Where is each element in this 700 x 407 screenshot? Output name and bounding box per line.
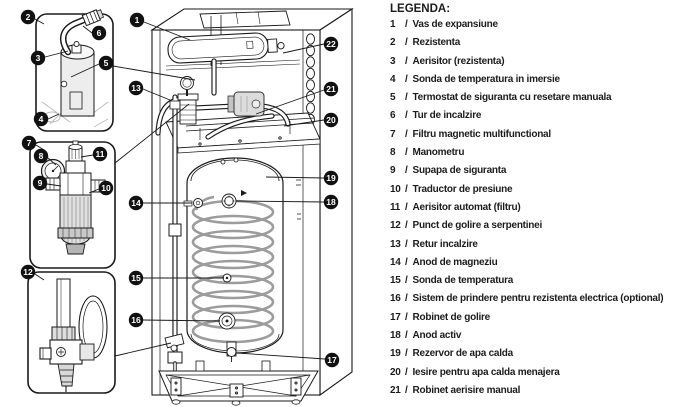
svg-text:5: 5 bbox=[104, 58, 109, 68]
hot-water-tank bbox=[186, 157, 284, 354]
callout-15: 15 bbox=[128, 270, 144, 286]
callout-5: 5 bbox=[98, 55, 114, 71]
callout-11: 11 bbox=[92, 146, 108, 162]
svg-text:7: 7 bbox=[27, 138, 32, 148]
callout-21: 21 bbox=[323, 81, 339, 97]
callout-20: 20 bbox=[323, 112, 339, 128]
detail-inset-drain bbox=[27, 271, 116, 394]
filter-gauge-group bbox=[169, 76, 199, 125]
svg-text:9: 9 bbox=[38, 178, 43, 188]
legend-list: 1/Vas de expansiune 2/Rezistenta 3/Aeris… bbox=[390, 19, 699, 403]
callout-22: 22 bbox=[323, 36, 339, 52]
detail-inset-resistance bbox=[35, 9, 114, 132]
leader-lines bbox=[34, 18, 326, 360]
legend-item-7: 7/Filtru magnetic multifunctional bbox=[390, 128, 551, 140]
legend-item-2: 2/Rezistenta bbox=[390, 37, 461, 49]
svg-text:8: 8 bbox=[39, 151, 44, 161]
svg-text:17: 17 bbox=[327, 355, 337, 365]
svg-text:4: 4 bbox=[39, 114, 44, 124]
legend-panel: LEGENDA: 1/Vas de expansiune 2/Rezistent… bbox=[390, 3, 699, 403]
vent-fitting bbox=[71, 41, 82, 54]
callout-12: 12 bbox=[20, 264, 36, 280]
legend-item-13: 13/Retur incalzire bbox=[390, 238, 478, 250]
base-frame bbox=[158, 360, 319, 406]
detail-inset-filter bbox=[29, 140, 116, 269]
legend-item-11: 11/Aerisitor automat (filtru) bbox=[390, 201, 521, 213]
legend-item-12: 12/Punct de golire a serpentinei bbox=[390, 220, 542, 232]
callout-4: 4 bbox=[33, 111, 49, 127]
legend-item-9: 9/Supapa de siguranta bbox=[390, 165, 507, 177]
callout-13: 13 bbox=[128, 80, 144, 96]
svg-text:11: 11 bbox=[96, 149, 105, 159]
svg-text:3: 3 bbox=[36, 53, 41, 63]
legend-item-21: 21/Robinet aerisire manual bbox=[390, 384, 521, 396]
callout-6: 6 bbox=[91, 25, 107, 41]
legend-item-8: 8/Manometru bbox=[390, 147, 465, 159]
svg-text:19: 19 bbox=[326, 173, 336, 183]
svg-text:22: 22 bbox=[326, 39, 336, 49]
legend-item-14: 14/Anod de magneziu bbox=[390, 256, 498, 268]
legend-item-18: 18/Anod activ bbox=[390, 330, 462, 342]
legend-title: LEGENDA: bbox=[390, 3, 451, 15]
legend-item-19: 19/Rezervor de apa calda bbox=[390, 348, 513, 360]
svg-text:14: 14 bbox=[131, 198, 141, 208]
callout-18: 18 bbox=[323, 194, 339, 210]
svg-text:1: 1 bbox=[135, 15, 140, 25]
svg-text:16: 16 bbox=[131, 315, 141, 325]
callout-17: 17 bbox=[324, 352, 340, 368]
svg-text:6: 6 bbox=[97, 28, 102, 38]
callout-10: 10 bbox=[98, 180, 114, 196]
svg-text:12: 12 bbox=[23, 267, 33, 277]
callout-16: 16 bbox=[128, 312, 144, 328]
expansion-vessel bbox=[167, 32, 285, 64]
svg-text:2: 2 bbox=[26, 12, 31, 22]
legend-item-17: 17/Robinet de golire bbox=[390, 311, 490, 323]
legend-item-4: 4/Sonda de temperatura in imersie bbox=[390, 73, 560, 85]
exploded-diagram: 1 22 13 21 20 19 18 14 15 16 17 2 6 3 5 … bbox=[20, 7, 354, 406]
svg-text:15: 15 bbox=[131, 273, 141, 283]
callout-8: 8 bbox=[33, 148, 49, 164]
callout-14: 14 bbox=[128, 195, 144, 211]
legend-item-1: 1/Vas de expansiune bbox=[390, 19, 498, 30]
tank-fittings bbox=[164, 190, 247, 362]
legend-item-20: 20/Iesire pentru apa calda menajera bbox=[390, 366, 560, 378]
svg-text:18: 18 bbox=[326, 197, 336, 207]
circulation-pump bbox=[227, 91, 265, 117]
legend-item-10: 10/Traductor de presiune bbox=[390, 183, 513, 195]
callout-badges: 1 22 13 21 20 19 18 14 15 16 17 2 6 3 5 … bbox=[20, 9, 340, 368]
hydraulic-platform bbox=[165, 112, 321, 154]
callout-9: 9 bbox=[32, 175, 48, 191]
svg-text:20: 20 bbox=[326, 115, 336, 125]
callout-2: 2 bbox=[20, 9, 36, 25]
svg-text:13: 13 bbox=[131, 83, 141, 93]
callout-1: 1 bbox=[129, 12, 145, 28]
legend-item-6: 6/Tur de incalzire bbox=[390, 110, 482, 122]
callout-19: 19 bbox=[323, 170, 339, 186]
legend-item-15: 15/Sonda de temperatura bbox=[390, 275, 514, 287]
callout-3: 3 bbox=[30, 50, 46, 66]
legend-item-3: 3/Aerisitor (rezistenta) bbox=[390, 55, 505, 67]
legend-item-16: 16/Sistem de prindere pentru rezistenta … bbox=[390, 293, 664, 305]
svg-text:21: 21 bbox=[326, 84, 336, 94]
legend-item-5: 5/Termostat de siguranta cu resetare man… bbox=[390, 92, 612, 104]
svg-text:10: 10 bbox=[101, 183, 111, 193]
callout-7: 7 bbox=[21, 135, 37, 151]
